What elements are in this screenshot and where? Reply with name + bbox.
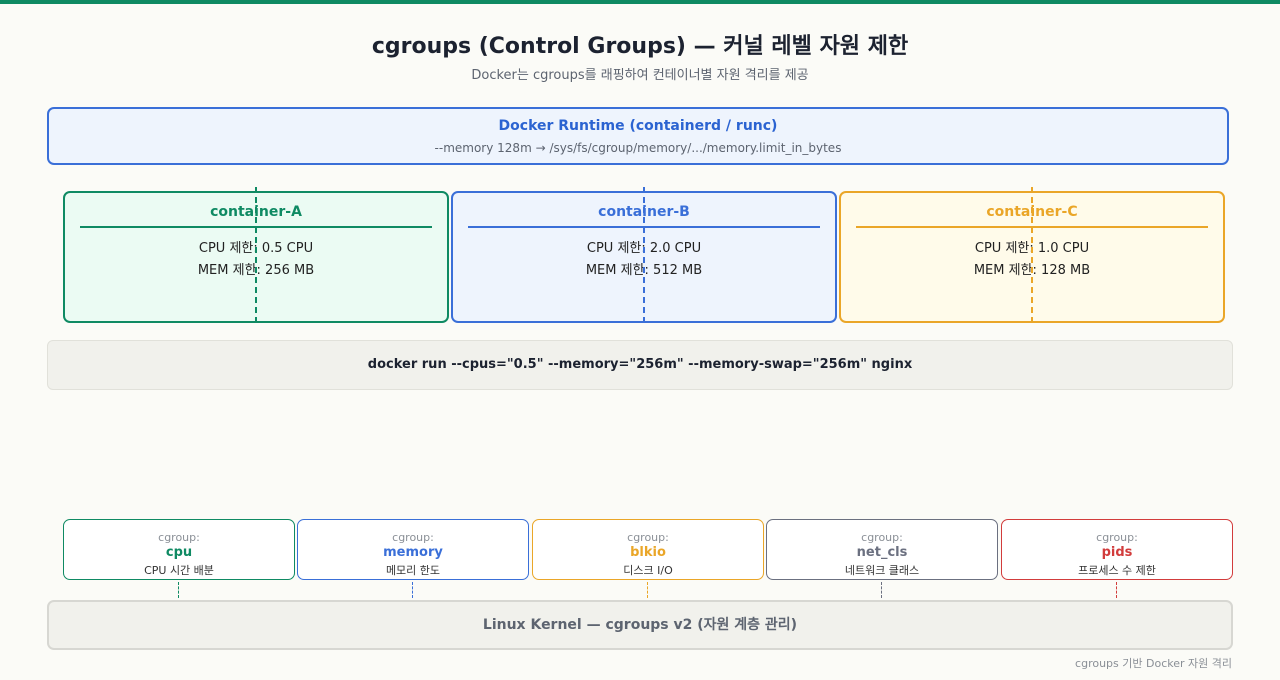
cgroup-cpu-box: cgroup: cpu CPU 시간 배분	[63, 519, 295, 580]
container-c-dashed-connector	[1031, 187, 1033, 323]
cgroup-name: memory	[383, 545, 443, 560]
cgroup-prefix: cgroup:	[861, 531, 903, 544]
runtime-name: Docker Runtime (containerd / runc)	[498, 118, 778, 134]
cgroup-description: 디스크 I/O	[623, 564, 673, 577]
cgroup-description: 메모리 한도	[385, 564, 441, 577]
cgroup-net-cls-connector	[881, 582, 882, 598]
cgroup-blkio-connector	[647, 582, 648, 598]
cgroup-prefix: cgroup:	[158, 531, 200, 544]
cgroup-prefix: cgroup:	[392, 531, 434, 544]
docker-run-command: docker run --cpus="0.5" --memory="256m" …	[47, 340, 1233, 390]
cgroup-cpu-connector	[178, 582, 179, 598]
top-accent-bar	[0, 0, 1280, 4]
container-b-dashed-connector	[643, 187, 645, 323]
cgroup-description: 네트워크 클래스	[844, 564, 920, 577]
cgroup-net-cls-box: cgroup: net_cls 네트워크 클래스	[766, 519, 998, 580]
cgroup-name: blkio	[630, 545, 666, 560]
cgroup-pids-box: cgroup: pids 프로세스 수 제한	[1001, 519, 1233, 580]
cgroup-blkio-box: cgroup: blkio 디스크 I/O	[532, 519, 764, 580]
cgroup-prefix: cgroup:	[627, 531, 669, 544]
linux-kernel-box: Linux Kernel — cgroups v2 (자원 계층 관리)	[47, 600, 1233, 650]
cgroup-description: 프로세스 수 제한	[1078, 564, 1156, 577]
page-title: cgroups (Control Groups) — 커널 레벨 자원 제한	[371, 34, 909, 59]
cgroup-description: CPU 시간 배분	[144, 564, 214, 577]
footer-caption: cgroups 기반 Docker 자원 격리	[1075, 657, 1232, 670]
runtime-command: --memory 128m → /sys/fs/cgroup/memory/..…	[434, 141, 842, 155]
page-subtitle: Docker는 cgroups를 래핑하여 컨테이너별 자원 격리를 제공	[471, 68, 809, 83]
container-a-dashed-connector	[255, 187, 257, 323]
docker-runtime-box: Docker Runtime (containerd / runc) --mem…	[47, 107, 1229, 165]
cgroup-memory-box: cgroup: memory 메모리 한도	[297, 519, 529, 580]
cgroup-prefix: cgroup:	[1096, 531, 1138, 544]
cgroup-memory-connector	[412, 582, 413, 598]
cgroup-name: pids	[1101, 545, 1133, 560]
cgroup-name: net_cls	[856, 545, 908, 560]
cgroup-pids-connector	[1116, 582, 1117, 598]
cgroup-name: cpu	[165, 545, 193, 560]
